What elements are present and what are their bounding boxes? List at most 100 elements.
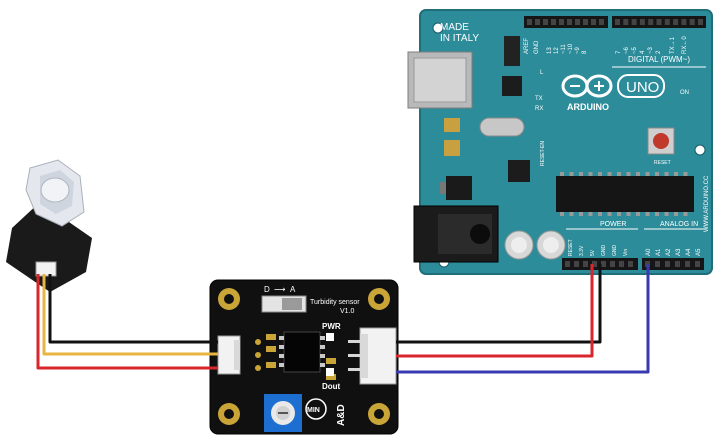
small-chip <box>508 160 530 182</box>
chip-pin <box>598 172 602 176</box>
ic-pin <box>279 363 284 367</box>
ic-pin <box>320 345 325 349</box>
digital-pin-label: TX→1 <box>670 36 676 54</box>
ic-pin <box>279 354 284 358</box>
header-hole <box>685 261 690 267</box>
chip-pin <box>598 212 602 216</box>
switch-label-a: A <box>290 285 296 294</box>
header-hole <box>628 261 633 267</box>
rx-label: RX <box>535 106 543 112</box>
digital-pin-label: 12 <box>554 47 560 54</box>
analog-pin-label: A3 <box>676 248 682 256</box>
analog-in-label: ANALOG IN <box>660 221 698 228</box>
digital-pin-label: ~6 <box>624 46 630 54</box>
header-hole <box>535 19 540 25</box>
ic-pin <box>320 336 325 340</box>
arduino-brand: ARDUINO <box>567 102 609 112</box>
probe-connector <box>217 335 241 375</box>
ic-pin <box>320 354 325 358</box>
power-label: POWER <box>600 221 626 228</box>
l-led-label: L <box>540 70 544 76</box>
voltage-regulator <box>440 176 472 200</box>
power-pin-labels: RESET 3.3V 5V GND GND Vin <box>568 239 629 256</box>
digital-label: DIGITAL (PWM~) <box>628 55 690 64</box>
connector-pin <box>348 354 360 357</box>
website-label: WWW.ARDUINO.CC <box>704 175 710 232</box>
chip-pin <box>588 212 593 216</box>
digital-pin-label: GND <box>534 40 540 54</box>
chip-pin <box>607 212 612 216</box>
header-hole <box>591 19 596 25</box>
power-pin-label: 5V <box>590 249 596 256</box>
digital-pin-label: ~11 <box>561 44 567 54</box>
chip-pin <box>636 212 640 216</box>
chip-pin <box>683 172 688 176</box>
digital-pin-label: RX←0 <box>682 36 688 54</box>
potentiometer[interactable] <box>264 394 302 432</box>
switch-label-d: D <box>264 285 270 294</box>
header-hole <box>559 19 564 25</box>
made-in-italy-line1: MADE <box>440 22 469 33</box>
header-hole <box>689 19 695 25</box>
ic-pin <box>279 345 284 349</box>
chip-pin <box>645 172 650 176</box>
pwr-label: PWR <box>322 322 341 331</box>
power-pin-label: Vin <box>623 249 629 256</box>
digital-pin-label: 7 <box>616 50 622 54</box>
chip-pin <box>645 212 650 216</box>
header-hole <box>567 19 572 25</box>
chip-pin <box>636 172 640 176</box>
header-hole <box>583 261 588 267</box>
power-pin-label: GND <box>612 245 618 257</box>
header-hole <box>527 19 532 25</box>
made-in-italy-line2: IN ITALY <box>440 33 479 44</box>
digital-pin-label: 13 <box>547 47 553 54</box>
analog-header <box>642 258 704 270</box>
power-pin-label: 3.3V <box>579 245 585 256</box>
chip-pin <box>617 172 621 176</box>
header-hole <box>601 261 606 267</box>
chip-pin <box>569 212 574 216</box>
board-title: Turbidity sensor <box>310 299 360 306</box>
smd-components <box>266 334 336 380</box>
chip-pin <box>579 172 583 176</box>
header-hole <box>681 19 687 25</box>
analog-pin-label: A1 <box>656 248 662 256</box>
wire-5v-red <box>396 264 594 358</box>
header-hole <box>615 19 620 25</box>
digital-pin-label: AREF <box>524 38 530 54</box>
digital-pin-label: ~9 <box>575 46 581 54</box>
analog-pin-label: A0 <box>646 248 652 256</box>
small-component-2 <box>444 118 460 132</box>
chip-pin <box>664 212 669 216</box>
header-hole <box>664 19 670 25</box>
reset-en-label: RESET-EN <box>540 141 546 166</box>
capacitors <box>504 230 566 260</box>
arduino-logo <box>561 74 613 98</box>
chip-pin <box>560 212 564 216</box>
digital-pin-label: ~5 <box>632 46 638 54</box>
power-pin-label: RESET <box>568 239 574 256</box>
chip-pin <box>626 172 631 176</box>
ic-chip <box>279 331 325 373</box>
mode-switch[interactable] <box>261 295 307 313</box>
output-connector <box>348 327 397 385</box>
digital-pin-label: 2 <box>656 50 662 54</box>
dc-power-jack <box>413 205 499 263</box>
on-label: ON <box>680 90 689 96</box>
chip-pin <box>607 172 612 176</box>
wire-gnd-black <box>396 264 602 344</box>
reset-button[interactable] <box>647 127 675 155</box>
power-pin-label: GND <box>601 245 607 257</box>
header-hole <box>583 19 588 25</box>
crystal-oscillator <box>479 117 525 137</box>
header-hole <box>698 19 703 25</box>
usb-connector <box>407 51 473 109</box>
analog-pin-label: A4 <box>686 248 692 256</box>
uno-badge: UNO <box>617 74 665 98</box>
chip-pin <box>569 172 574 176</box>
header-hole <box>551 19 556 25</box>
reset-label: RESET <box>654 160 671 166</box>
